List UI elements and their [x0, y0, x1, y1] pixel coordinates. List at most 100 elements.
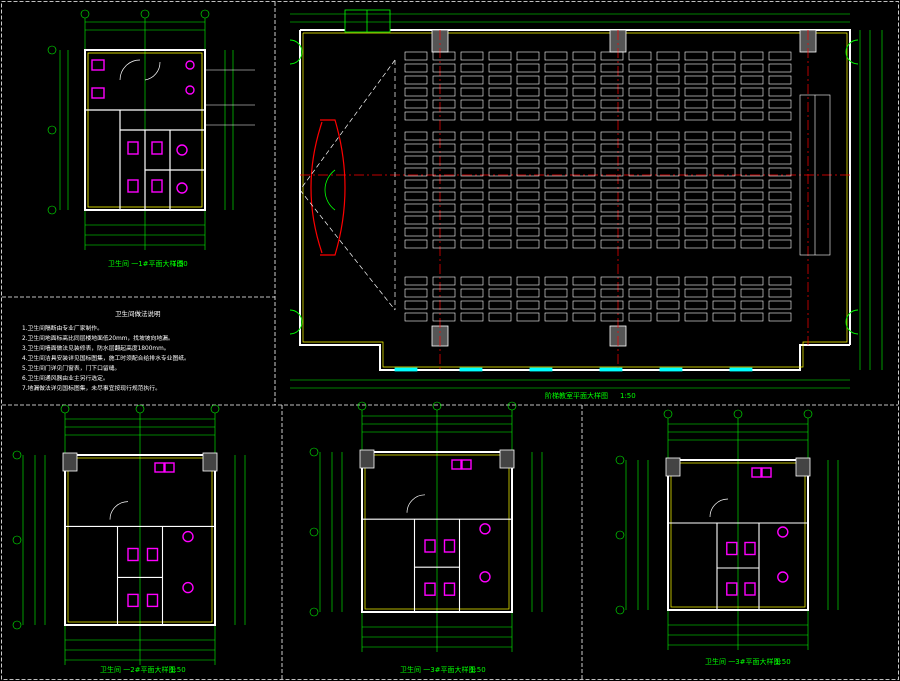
door-swings: [119, 59, 161, 81]
desk: [572, 51, 596, 61]
desk: [572, 215, 596, 225]
desk: [740, 179, 764, 189]
desk: [656, 51, 680, 61]
desk: [516, 203, 540, 213]
desk: [572, 227, 596, 237]
desk: [488, 131, 512, 141]
desk: [656, 312, 680, 322]
leader-lines: [205, 69, 255, 126]
desk: [516, 51, 540, 61]
desk: [768, 191, 792, 201]
desk: [404, 227, 428, 237]
column: [202, 452, 218, 472]
desk: [628, 75, 652, 85]
windows: [394, 367, 753, 372]
desk: [572, 179, 596, 189]
desk: [404, 191, 428, 201]
desk: [768, 203, 792, 213]
desk: [516, 143, 540, 153]
desk: [572, 131, 596, 141]
desk: [740, 99, 764, 109]
desk: [768, 99, 792, 109]
desk: [712, 143, 736, 153]
desk: [572, 191, 596, 201]
dimension-lines: [290, 13, 883, 389]
plan-title: 卫生间 一3#平面大样图: [400, 665, 476, 674]
desk: [404, 239, 428, 249]
desk: [404, 276, 428, 286]
desk: [712, 75, 736, 85]
desk: [656, 131, 680, 141]
desk: [516, 239, 540, 249]
desk: [544, 155, 568, 165]
desk: [768, 312, 792, 322]
desk: [572, 75, 596, 85]
desk: [460, 227, 484, 237]
desk: [600, 111, 624, 121]
desk: [656, 288, 680, 298]
desk: [684, 51, 708, 61]
desk: [544, 191, 568, 201]
partitions: [362, 518, 512, 612]
desk: [656, 99, 680, 109]
desk: [488, 51, 512, 61]
desk: [544, 288, 568, 298]
partitions: [65, 525, 215, 625]
desk: [712, 300, 736, 310]
desk: [768, 288, 792, 298]
desk: [572, 276, 596, 286]
desk: [572, 288, 596, 298]
desk: [432, 179, 456, 189]
desk: [768, 155, 792, 165]
desk: [740, 227, 764, 237]
desk: [712, 51, 736, 61]
plan-scale: 1:50: [620, 392, 636, 400]
column: [795, 457, 811, 477]
desk: [516, 288, 540, 298]
desk: [740, 288, 764, 298]
desk: [572, 87, 596, 97]
desk: [740, 51, 764, 61]
desk: [768, 227, 792, 237]
desk: [404, 63, 428, 73]
desk: [404, 111, 428, 121]
lecture-hall-plan: 阶梯教室平面大样图 1:50: [289, 9, 883, 400]
desk: [544, 239, 568, 249]
desk: [628, 167, 652, 177]
toilet-plan-1: 卫生间 一1#平面大样图 1:50: [47, 9, 255, 268]
desk: [712, 63, 736, 73]
desk: [628, 191, 652, 201]
desk: [740, 300, 764, 310]
desk: [656, 276, 680, 286]
desk: [768, 179, 792, 189]
outer-wall: [64, 454, 216, 626]
door-swing: [109, 501, 129, 520]
desk: [740, 167, 764, 177]
desk: [488, 239, 512, 249]
desk: [544, 111, 568, 121]
desk: [432, 75, 456, 85]
desk: [432, 276, 456, 286]
desk: [656, 300, 680, 310]
desk: [460, 99, 484, 109]
desk: [516, 155, 540, 165]
note-line: 2.卫生间地面标高比同层楼地面低20mm，找坡坡向地漏。: [22, 334, 174, 342]
partitions: [85, 109, 205, 210]
desk: [656, 227, 680, 237]
desk: [460, 179, 484, 189]
desk: [488, 179, 512, 189]
inner-wall: [364, 454, 510, 610]
desk: [432, 111, 456, 121]
stage-dais: [310, 119, 346, 256]
desk: [488, 312, 512, 322]
desk: [740, 155, 764, 165]
desk: [768, 239, 792, 249]
desk: [544, 87, 568, 97]
desk: [460, 215, 484, 225]
desk: [544, 143, 568, 153]
desk: [572, 203, 596, 213]
desk: [656, 239, 680, 249]
desk: [544, 63, 568, 73]
desk: [404, 155, 428, 165]
desk: [488, 87, 512, 97]
